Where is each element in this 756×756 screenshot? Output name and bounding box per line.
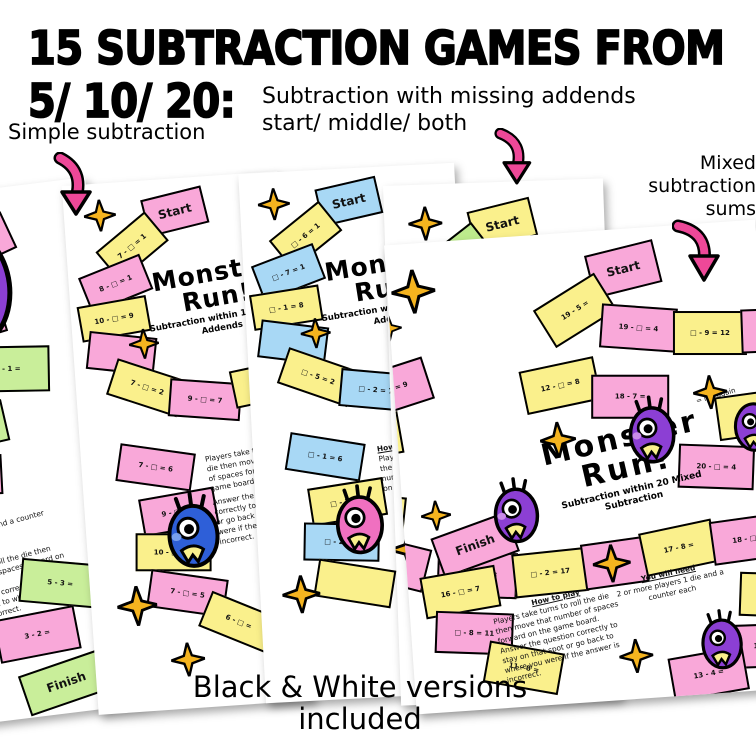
board-card-missing-10-start[interactable]: Start □ - 6 = 1 □ - 7 = 1 □ - 1 = 8 □ - … xyxy=(238,162,482,704)
monster-icon xyxy=(729,390,756,459)
tile: □ - 5 = 1 xyxy=(740,307,756,354)
sparkle-icon xyxy=(404,202,447,245)
tile xyxy=(0,454,4,498)
tile xyxy=(313,558,397,609)
board-card-mixed-20[interactable]: Start 19 - 5 = 19 - □ = 4 □ - 9 = 12 □ -… xyxy=(384,219,756,715)
sparkle-icon xyxy=(167,638,210,681)
tile: 12 - □ = 8 xyxy=(518,356,603,416)
monster-icon xyxy=(0,203,46,385)
sparkle-icon xyxy=(125,325,163,364)
board-card-simple-5[interactable]: Start 5 - 4 = 4 - 1 = You will need 2 or… xyxy=(0,177,150,729)
tile: 7 - □ = 6 xyxy=(115,443,196,492)
monster-icon xyxy=(489,475,548,551)
monster-icon xyxy=(696,607,750,676)
sparkle-icon xyxy=(112,581,162,632)
label-missing-addends: Subtraction with missing addends start/ … xyxy=(262,84,636,136)
sparkle-icon xyxy=(535,417,581,463)
sparkle-icon xyxy=(615,634,658,678)
curved-arrow-icon xyxy=(52,151,100,226)
footer-note: Black & White versions included xyxy=(192,670,528,736)
monster-icon xyxy=(161,490,229,576)
sparkle-icon xyxy=(417,497,455,536)
tile xyxy=(0,399,11,458)
tile: □ - 9 = 12 xyxy=(672,311,747,356)
sparkle-icon xyxy=(80,195,120,237)
sparkle-icon xyxy=(297,314,335,353)
tile: □ - 1 = 6 xyxy=(284,432,366,482)
sparkle-icon xyxy=(689,371,732,414)
monster-icon xyxy=(623,393,684,471)
sparkle-icon xyxy=(254,184,294,225)
label-mixed-sums: Mixed subtraction sums xyxy=(648,152,756,221)
sparkle-icon xyxy=(277,570,325,618)
label-simple-subtraction: Simple subtraction xyxy=(8,120,206,144)
board-card-missing-10-end[interactable]: Start 7 - □ = 1 8 - □ = 1 10 - □ = 9 7 -… xyxy=(61,171,315,715)
curved-arrow-icon xyxy=(492,127,538,196)
tile: 19 - □ = 4 xyxy=(598,303,678,353)
monster-icon xyxy=(331,483,393,562)
curved-arrow-icon xyxy=(671,218,724,292)
sparkle-icon xyxy=(588,539,636,588)
sparkle-icon xyxy=(386,264,441,319)
